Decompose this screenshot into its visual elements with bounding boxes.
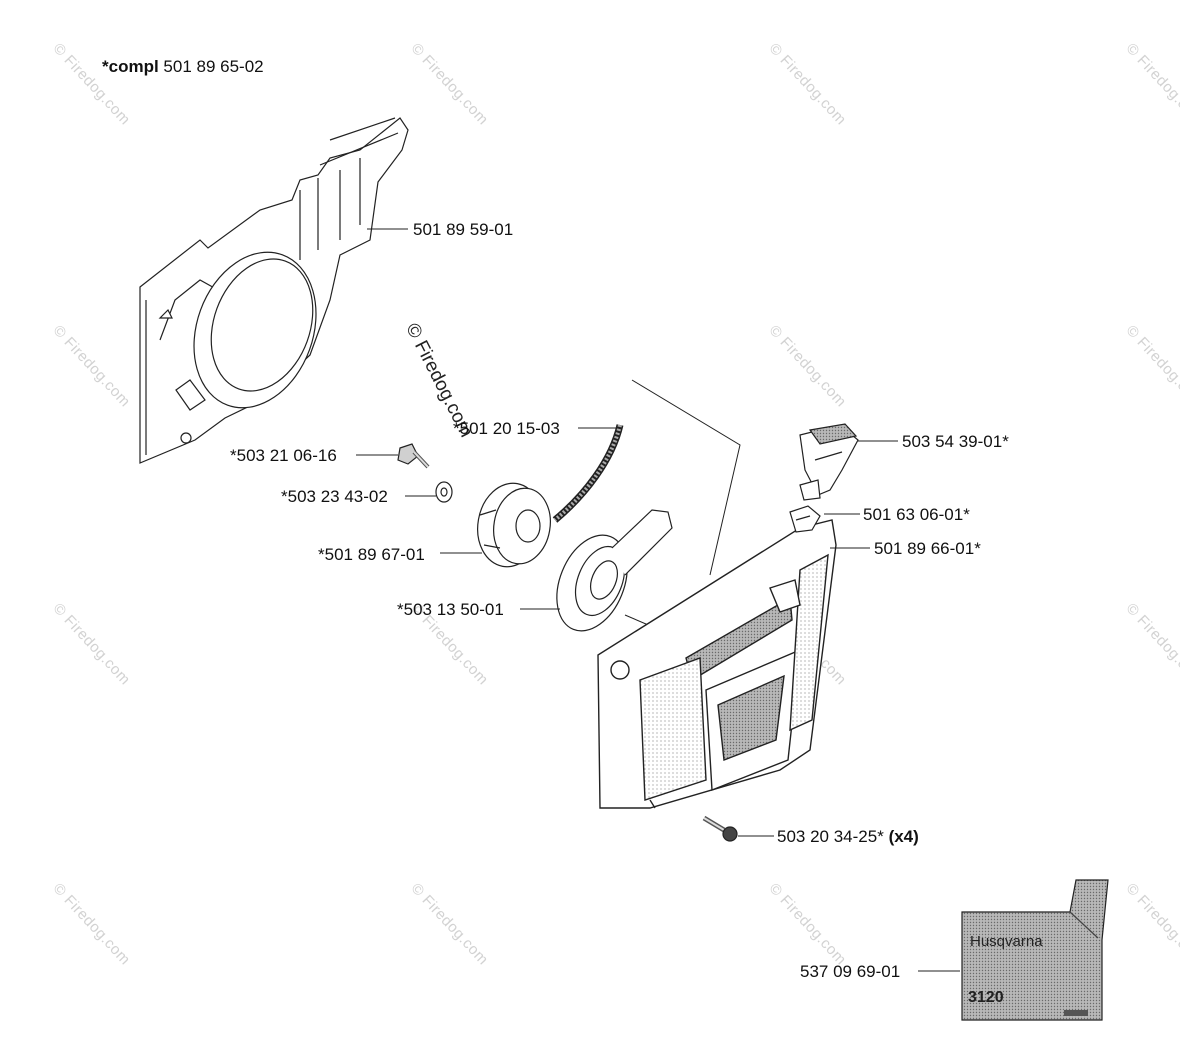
cover-plate-part (139, 117, 409, 464)
washer-part (435, 481, 453, 503)
part-label-decal: 537 09 69-01 (800, 962, 901, 981)
grommet-part (789, 505, 821, 533)
pulley-part (477, 482, 551, 568)
cord-part (552, 424, 624, 523)
part-label-washer: *503 23 43-02 (281, 487, 388, 506)
decal-part (961, 879, 1109, 1021)
handle-part (799, 423, 859, 501)
part-label-starter-housing: 501 89 66-01* (874, 539, 981, 558)
part-label-cord: *501 20 15-03 (453, 419, 560, 438)
part-label-spring: *503 13 50-01 (397, 600, 504, 619)
screw-part (702, 815, 738, 842)
part-label-handle: 503 54 39-01* (902, 432, 1009, 451)
part-label-screw-top: *503 21 06-16 (230, 446, 337, 465)
screw-bottom-number: 503 20 34-25* (777, 827, 884, 846)
starter-housing-part (597, 519, 837, 809)
screw-bottom-quantity: (x4) (888, 827, 919, 846)
part-label-grommet: 501 63 06-01* (863, 505, 970, 524)
title-prefix: *compl (102, 57, 159, 76)
part-label-gasket-cover: 501 89 59-01 (413, 220, 514, 239)
screw-part (397, 443, 430, 469)
spring-part (556, 509, 673, 632)
decal-brand-text: Husqvarna (970, 933, 1043, 950)
part-label-screw-bottom: 503 20 34-25* (x4) (777, 827, 919, 847)
assembly-title: *compl 501 89 65-02 (102, 57, 264, 77)
part-label-pulley: *501 89 67-01 (318, 545, 425, 564)
decal-model-text: 3120 (968, 989, 1004, 1006)
title-number: 501 89 65-02 (163, 57, 264, 76)
